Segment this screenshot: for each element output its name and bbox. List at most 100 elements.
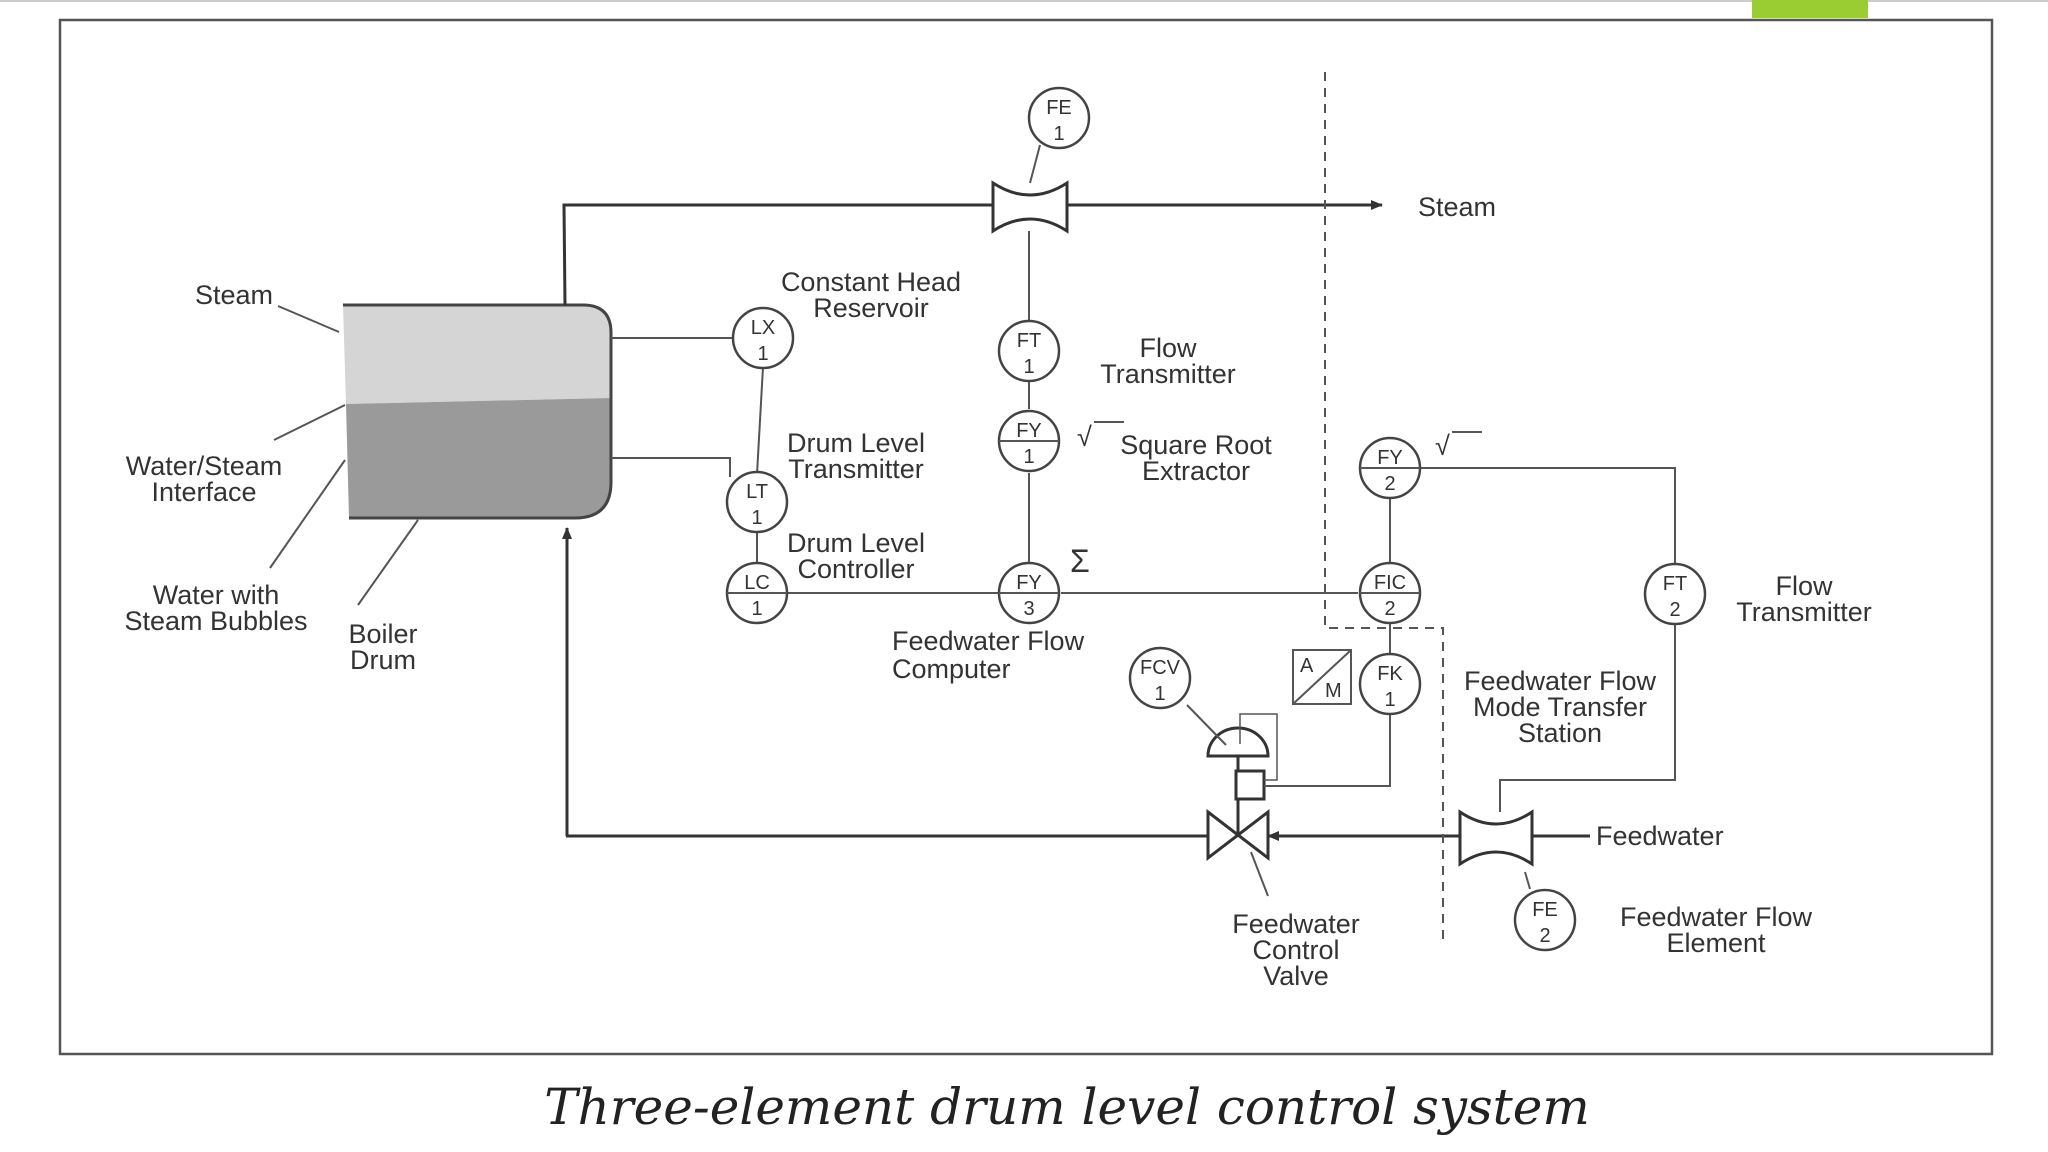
diagram-caption: Three-element drum level control system bbox=[544, 1078, 1590, 1136]
fy2-tag: FY bbox=[1377, 447, 1403, 469]
manual-label: M bbox=[1325, 680, 1342, 702]
square-root-symbol-2: √ bbox=[1435, 431, 1482, 461]
auto-manual-box[interactable]: A M bbox=[1292, 649, 1352, 705]
fy2-loop: 2 bbox=[1384, 473, 1395, 495]
water-bubbles-label-line2: Steam Bubbles bbox=[124, 606, 307, 636]
valve-handwheel-box bbox=[1239, 713, 1278, 781]
valve-positioner bbox=[1234, 769, 1266, 801]
feedwater-flow-element bbox=[1458, 809, 1534, 867]
fe2-leader-line bbox=[1524, 871, 1531, 890]
ft2-tag: FT bbox=[1663, 573, 1687, 595]
fy1-loop: 1 bbox=[1023, 446, 1034, 468]
control-valve-label-line3: Valve bbox=[1263, 961, 1329, 991]
feedwater-control-valve[interactable] bbox=[1206, 726, 1270, 862]
flow-transmitter-1-label-line1: Flow bbox=[1139, 333, 1197, 363]
ft2-loop: 2 bbox=[1669, 599, 1680, 621]
lt1-bubble[interactable]: LT 1 bbox=[725, 470, 789, 534]
lt1-loop: 1 bbox=[751, 507, 762, 529]
boiler-drum-label-line1: Boiler bbox=[348, 619, 417, 649]
mode-transfer-label-line1: Feedwater Flow bbox=[1464, 666, 1657, 696]
feedwater-flow-computer-label-line2: Computer bbox=[892, 654, 1011, 684]
fk1-valve-signal bbox=[1264, 712, 1391, 787]
fe2-ft2-signal bbox=[1499, 623, 1676, 812]
auto-manual-divider bbox=[1292, 649, 1352, 705]
drum-water-space bbox=[346, 398, 611, 518]
square-root-extractor-label-line1: Square Root bbox=[1120, 430, 1272, 460]
fcv1-leader-line bbox=[1186, 704, 1227, 746]
lx1-lt1-signal bbox=[756, 366, 764, 475]
drum-lt1-tap bbox=[611, 457, 731, 477]
feedwater-label: Feedwater bbox=[1596, 821, 1724, 851]
fk1-bubble[interactable]: FK 1 bbox=[1358, 652, 1422, 716]
ft1-bubble[interactable]: FT 1 bbox=[997, 319, 1061, 383]
fy3-loop: 3 bbox=[1023, 598, 1034, 620]
fk1-tag: FK bbox=[1377, 663, 1403, 685]
valve-label-leader-line bbox=[1250, 851, 1269, 897]
ft1-tag: FT bbox=[1017, 330, 1041, 352]
fe1-bubble[interactable]: FE 1 bbox=[1027, 86, 1091, 150]
steam-flow-element bbox=[991, 180, 1069, 234]
fic2-loop: 2 bbox=[1384, 598, 1395, 620]
square-root-symbol-1: √ bbox=[1077, 421, 1124, 452]
fy3-bubble[interactable]: FY 3 bbox=[997, 561, 1061, 625]
boiler-drum bbox=[343, 303, 613, 520]
fe2-bubble[interactable]: FE 2 bbox=[1513, 888, 1577, 952]
fk1-loop: 1 bbox=[1384, 689, 1395, 711]
accent-tab bbox=[1752, 0, 1868, 18]
fy3-tag: FY bbox=[1016, 572, 1042, 594]
drum-level-controller-label-line1: Drum Level bbox=[787, 528, 925, 558]
fe2-tag: FE bbox=[1532, 899, 1558, 921]
water-bubbles-label-line1: Water with bbox=[153, 580, 280, 610]
steam-drum-label: Steam bbox=[195, 280, 273, 310]
feedwater-flow-element-label-line2: Element bbox=[1666, 928, 1766, 958]
steam-leader-line bbox=[277, 305, 340, 333]
flow-transmitter-1-label-line2: Transmitter bbox=[1100, 359, 1236, 389]
flow-transmitter-2-label-line1: Flow bbox=[1775, 571, 1833, 601]
fcv1-loop: 1 bbox=[1154, 683, 1165, 705]
drum-level-transmitter-label-line2: Transmitter bbox=[788, 454, 924, 484]
boundary-dashed-line bbox=[1324, 72, 1444, 940]
fy2-ft2-signal bbox=[1420, 467, 1676, 565]
sqrt-glyph-2: √ bbox=[1435, 431, 1450, 461]
drum-leader-line bbox=[357, 519, 419, 606]
square-root-extractor-label-line2: Extractor bbox=[1142, 456, 1250, 486]
fe1-loop: 1 bbox=[1053, 123, 1064, 145]
constant-head-label-line1: Constant Head bbox=[781, 267, 961, 297]
steam-out-label: Steam bbox=[1418, 192, 1496, 222]
bubbles-leader-line bbox=[269, 459, 346, 569]
lc1-bubble[interactable]: LC 1 bbox=[725, 561, 789, 625]
water-steam-interface-label-line2: Interface bbox=[151, 477, 256, 507]
fy2-bubble[interactable]: FY 2 bbox=[1358, 436, 1422, 500]
drum-steam-space bbox=[343, 305, 611, 404]
lx1-bubble[interactable]: LX 1 bbox=[731, 306, 795, 370]
ft1-loop: 1 bbox=[1023, 356, 1034, 378]
fe1-signal bbox=[1029, 144, 1041, 184]
sqrt-glyph-1: √ bbox=[1077, 422, 1092, 452]
lc1-tag: LC bbox=[744, 572, 770, 594]
control-valve-label-line1: Feedwater bbox=[1232, 909, 1360, 939]
lx1-loop: 1 bbox=[757, 343, 768, 365]
diagram-frame bbox=[58, 18, 1994, 1056]
control-valve-label-line2: Control bbox=[1252, 935, 1339, 965]
feedwater-flow-element-label-line1: Feedwater Flow bbox=[1620, 902, 1813, 932]
ft2-bubble[interactable]: FT 2 bbox=[1643, 562, 1707, 626]
mode-transfer-label-line3: Station bbox=[1518, 718, 1602, 748]
summation-symbol: Σ bbox=[1070, 543, 1090, 579]
lx1-tag: LX bbox=[751, 317, 775, 339]
drum-level-controller-label-line2: Controller bbox=[797, 554, 914, 584]
fcv1-tag: FCV bbox=[1140, 657, 1181, 679]
water-steam-interface-label-line1: Water/Steam bbox=[126, 451, 283, 481]
steam-pipe bbox=[562, 203, 993, 306]
fcv1-bubble[interactable]: FCV 1 bbox=[1128, 646, 1192, 710]
drum-outline bbox=[343, 303, 613, 520]
flow-transmitter-2-label-line2: Transmitter bbox=[1736, 597, 1872, 627]
fy1-bubble[interactable]: FY 1 bbox=[997, 409, 1061, 473]
fic2-tag: FIC bbox=[1374, 572, 1406, 594]
mode-transfer-label-line2: Mode Transfer bbox=[1473, 692, 1647, 722]
interface-leader-line bbox=[273, 404, 346, 441]
lc1-loop: 1 bbox=[751, 598, 762, 620]
lt1-tag: LT bbox=[746, 481, 768, 503]
fic2-bubble[interactable]: FIC 2 bbox=[1358, 561, 1422, 625]
constant-head-label-line2: Reservoir bbox=[813, 293, 929, 323]
